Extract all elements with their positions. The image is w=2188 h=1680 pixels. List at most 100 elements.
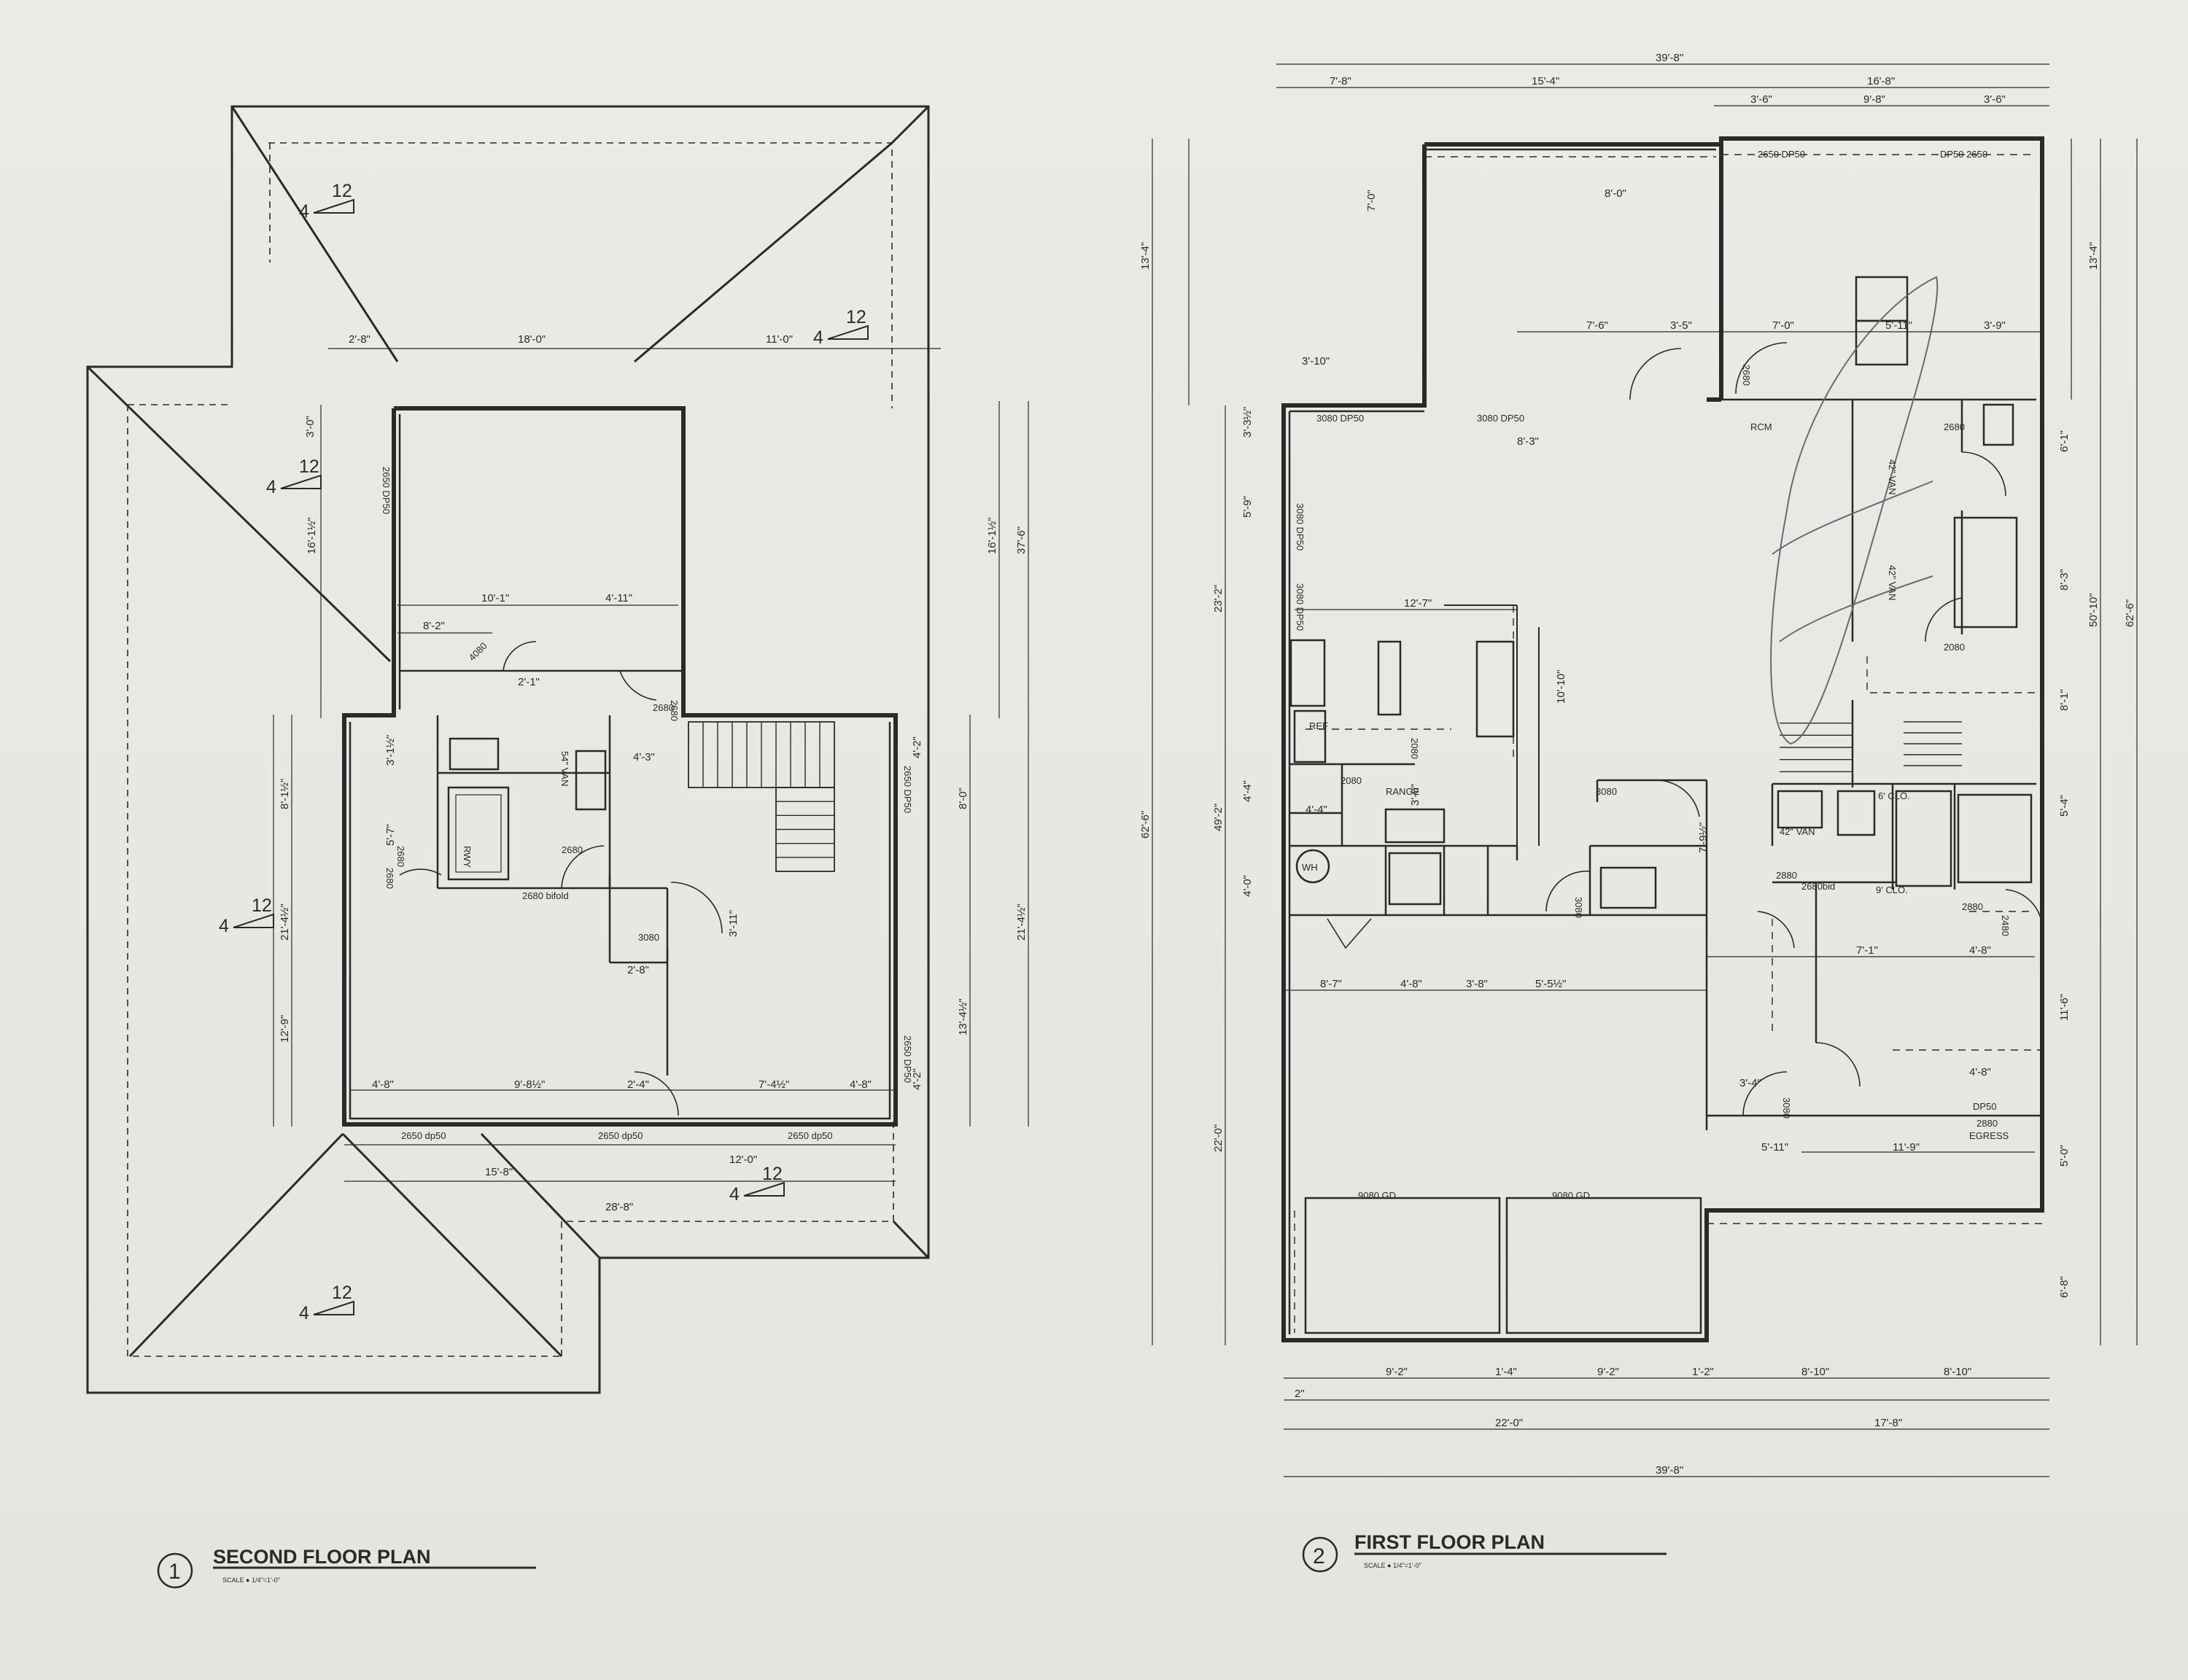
- roof-pitch-rise: 12: [252, 895, 272, 916]
- first-floor-label: DP50: [1973, 1101, 1997, 1112]
- first-floor-dimension: 8'-3": [1517, 435, 1539, 448]
- first-floor-dimension: 15'-4": [1532, 75, 1559, 88]
- second-floor-label: 3080: [638, 932, 659, 943]
- second-floor-dimension: 3'-1½": [384, 735, 397, 766]
- first-floor-dimension: 4'-8": [1969, 1066, 1991, 1078]
- first-floor-label: 42" VAN: [1780, 826, 1815, 837]
- first-floor-label: EGRESS: [1969, 1130, 2009, 1141]
- first-floor-dimension: 3'-4": [1739, 1077, 1761, 1089]
- roof-pitch-symbol: 124: [813, 307, 869, 348]
- first-floor-dimension: 5'-4": [2058, 795, 2071, 817]
- first-floor-label: 2880: [1962, 901, 1983, 912]
- first-floor-label: 42" VAN: [1887, 565, 1898, 600]
- second-floor-roof: [86, 105, 930, 1394]
- roof-pitch-rise: 12: [332, 1283, 352, 1303]
- first-floor-dimension: 1'-4": [1495, 1366, 1517, 1378]
- first-floor-dimension: 10'-10": [1555, 669, 1567, 704]
- first-floor-label: 9080 GD: [1552, 1190, 1590, 1201]
- first-floor-label: RCM: [1750, 421, 1772, 432]
- stair-treads-upper: [702, 722, 834, 858]
- second-floor-dimension: 21'-4½": [279, 903, 291, 941]
- first-floor-dimension: 2": [1295, 1388, 1305, 1400]
- second-floor-label: 2680: [384, 868, 395, 889]
- first-floor-dimension: 6'-1": [2058, 430, 2071, 452]
- second-floor-dimension: 18'-0": [518, 333, 546, 346]
- second-floor-label: 2650 DP50: [902, 766, 913, 813]
- stair-treads-first: [1780, 721, 1962, 773]
- first-floor-label: 3080: [1596, 786, 1617, 797]
- roof-pitch-run: 4: [729, 1184, 740, 1205]
- first-floor-dimension: 16'-8": [1867, 75, 1895, 88]
- first-floor-label: 2680bid: [1801, 881, 1835, 892]
- roof-pitch-run: 4: [299, 1303, 309, 1323]
- second-floor-dimension: 4'-3": [633, 751, 655, 763]
- first-floor-dimension: 13'-4": [1139, 242, 1152, 270]
- second-floor-plan-scale: SCALE ● 1/4"=1'-0": [222, 1576, 280, 1584]
- first-floor-dimension: 12'-7": [1404, 597, 1432, 610]
- first-floor-label: DP50 2650: [1940, 149, 1987, 160]
- second-floor-label: 4080: [467, 640, 489, 663]
- roof-pitch-symbol: 124: [299, 181, 354, 222]
- roof-pitch-run: 4: [266, 477, 276, 497]
- first-floor-label: 2880: [1776, 870, 1797, 881]
- roof-pitch-rise: 12: [762, 1164, 783, 1184]
- first-floor-label: 3080: [1781, 1097, 1792, 1119]
- first-floor-dimension-lines: [1152, 63, 2138, 1477]
- plan-text-layer: 2'-8"18'-0"11'-0"3'-0"16'-1½"16'-1½"37'-…: [219, 52, 2136, 1477]
- first-floor-dimension: 4'-0": [1241, 875, 1254, 897]
- first-floor-dimension: 39'-8": [1656, 52, 1683, 64]
- first-floor-plan-scale: SCALE ● 1/4"=1'-0": [1364, 1562, 1421, 1569]
- second-floor-dimension: 13'-4½": [957, 998, 969, 1035]
- roof-pitch-run: 4: [219, 916, 229, 936]
- plan-number-2: 2: [1313, 1544, 1325, 1568]
- first-floor-dimension: 5'-9": [1241, 496, 1254, 518]
- first-floor-dimension: 22'-0": [1495, 1417, 1523, 1429]
- first-floor-dimension: 4'-8": [1969, 944, 1991, 957]
- first-floor-label: REF: [1309, 720, 1328, 731]
- first-floor-label: 2480: [2000, 915, 2011, 936]
- first-floor-plan-title: FIRST FLOOR PLAN: [1354, 1531, 1545, 1553]
- roof-pitch-rise: 12: [332, 181, 352, 201]
- second-floor-dimension: 11'-0": [766, 333, 793, 346]
- second-floor-dimension: 15'-8": [485, 1166, 513, 1178]
- second-floor-dimension: 12'-9": [279, 1015, 291, 1043]
- first-floor-dimension: 3'-6": [1750, 93, 1772, 106]
- second-floor-dimension: 16'-1½": [986, 517, 998, 554]
- first-floor-label: 2080: [1341, 775, 1362, 786]
- first-floor-dimension: 17'-8": [1874, 1417, 1902, 1429]
- plan-number-1: 1: [168, 1560, 181, 1584]
- plan-number-circle-2: [1302, 1536, 1338, 1573]
- roof-pitch-rise: 12: [299, 456, 319, 477]
- second-floor-plan-title: SECOND FLOOR PLAN: [213, 1546, 431, 1568]
- first-floor-dimension: 7'-0": [1772, 319, 1794, 332]
- first-floor-dimension: 3'-6": [1984, 93, 2006, 106]
- first-floor-dimension: 7'-1": [1856, 944, 1878, 957]
- first-floor-dimension: 5'-11": [1885, 319, 1912, 332]
- first-floor-label: 3080 DP50: [1477, 413, 1524, 424]
- second-floor-label: 2680 bifold: [522, 890, 569, 901]
- first-floor-dimension: 8'-0": [1605, 187, 1626, 200]
- first-floor-label: 2650 DP50: [1758, 149, 1805, 160]
- second-floor-label: 2650 dp50: [788, 1130, 832, 1141]
- roof-pitch-symbol: 12 4: [219, 895, 274, 936]
- first-floor-dimension: 7'-6": [1586, 319, 1608, 332]
- second-floor-dimension: 8'-2": [423, 620, 445, 632]
- second-floor-label: 2680: [562, 844, 583, 855]
- first-floor-dimension: 5'-0": [2058, 1145, 2071, 1167]
- first-floor-dimension: 8'-1": [2058, 689, 2071, 711]
- first-floor-dimension: 7'-0": [1365, 190, 1378, 211]
- second-floor-dimension: 2'-4": [627, 1078, 649, 1091]
- first-floor-label: 6' CLO.: [1878, 790, 1910, 801]
- second-floor-dimension: 3'-11": [727, 910, 740, 937]
- first-floor-dimension: 22'-0": [1212, 1124, 1225, 1152]
- first-floor-dimension: 8'-7": [1320, 978, 1342, 990]
- first-floor-dimension: 39'-8": [1656, 1464, 1683, 1477]
- first-floor-dimension: 9'-2": [1597, 1366, 1619, 1378]
- second-floor-dimension: 5'-7": [384, 824, 397, 846]
- second-floor-dimension: 8'-0": [957, 788, 969, 809]
- first-floor-label: 2680: [1741, 365, 1752, 386]
- first-floor-dimension: 3'-3½": [1241, 407, 1254, 438]
- first-floor-label: 2880: [1976, 1118, 1998, 1129]
- second-floor-dimension: 3'-0": [304, 416, 317, 438]
- plan-number-circle-1: [157, 1552, 193, 1589]
